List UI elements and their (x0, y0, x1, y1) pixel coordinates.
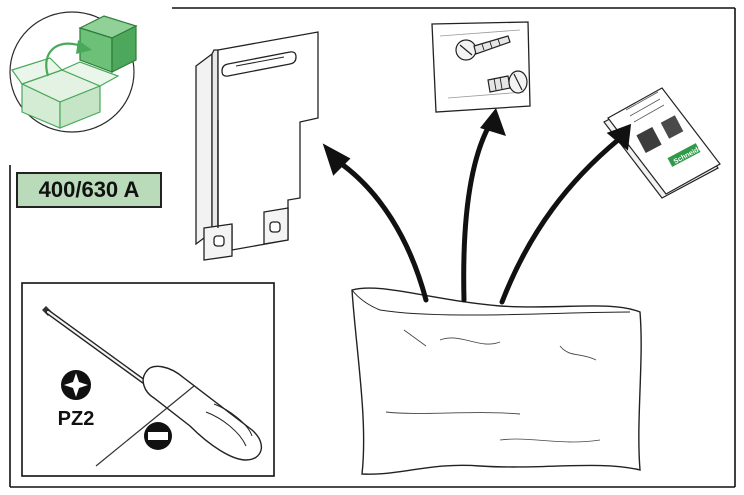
frame (9, 7, 736, 488)
plastic-bag (351, 287, 642, 475)
arrow-to-screws (461, 121, 493, 303)
pozidriv-icon (61, 370, 91, 400)
flat-slot-icon (95, 385, 195, 467)
arrow-to-manual (499, 137, 621, 305)
screwdriver (42, 306, 263, 461)
bit-size-label: PZ2 (57, 408, 95, 430)
arrow-to-plate (333, 157, 429, 303)
rating-label: 400/630 A (16, 172, 162, 208)
screws-packet (431, 21, 531, 113)
instruction-manual (603, 87, 721, 199)
unpack-icon (9, 11, 138, 133)
mounting-plate (195, 31, 319, 261)
content-arrows (333, 121, 621, 305)
